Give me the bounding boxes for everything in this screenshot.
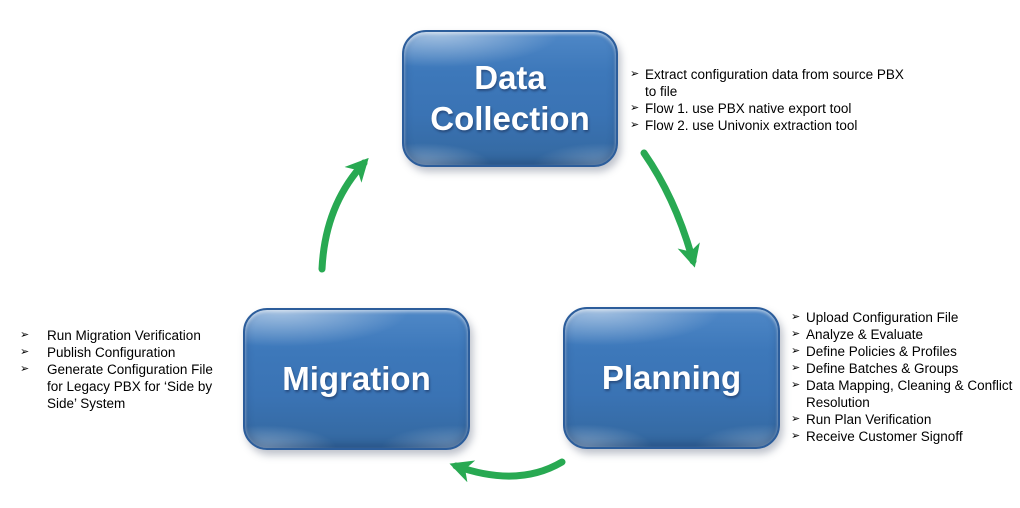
arrow-data-collection-to-planning-icon xyxy=(640,149,700,268)
list-item: ➢ Extract configuration data from source… xyxy=(630,66,908,100)
planning-bullet-list: ➢ Upload Configuration File ➢ Analyze & … xyxy=(791,309,1013,445)
list-item: ➢ Upload Configuration File xyxy=(791,309,1013,326)
data-collection-bullet-list: ➢ Extract configuration data from source… xyxy=(630,66,908,134)
list-item-text: Extract configuration data from source P… xyxy=(645,67,904,99)
list-item-text: Flow 1. use PBX native export tool xyxy=(645,101,852,116)
list-item-text: Publish Configuration xyxy=(47,345,176,360)
list-item: ➢ Define Policies & Profiles xyxy=(791,343,1013,360)
arrowhead-bullet-icon: ➢ xyxy=(791,413,801,425)
arrow-migration-to-data-collection-icon xyxy=(318,157,369,273)
arrowhead-bullet-icon: ➢ xyxy=(630,102,640,114)
list-item: ➢ Flow 2. use Univonix extraction tool xyxy=(630,117,908,134)
arrowhead-bullet-icon: ➢ xyxy=(20,363,30,375)
node-data-collection-title: Data Collection xyxy=(430,59,590,137)
node-migration-title: Migration xyxy=(282,359,431,397)
node-planning: Planning xyxy=(563,307,780,449)
arrow-planning-to-migration-icon xyxy=(449,458,566,483)
list-item: ➢ Run Migration Verification xyxy=(20,327,232,344)
arrowhead-bullet-icon: ➢ xyxy=(630,119,640,131)
migration-bullet-list: ➢ Run Migration Verification ➢ Publish C… xyxy=(20,327,232,412)
list-item-text: Define Batches & Groups xyxy=(806,361,959,376)
arrowhead-bullet-icon: ➢ xyxy=(791,345,801,357)
arrowhead-bullet-icon: ➢ xyxy=(20,329,30,341)
arrowhead-bullet-icon: ➢ xyxy=(791,379,801,391)
list-item-text: Receive Customer Signoff xyxy=(806,429,963,444)
arrowhead-bullet-icon: ➢ xyxy=(791,311,801,323)
list-item: ➢ Data Mapping, Cleaning & Conflict Reso… xyxy=(791,377,1013,411)
arrowhead-bullet-icon: ➢ xyxy=(791,328,801,340)
list-item: ➢ Receive Customer Signoff xyxy=(791,428,1013,445)
list-item-text: Data Mapping, Cleaning & Conflict Resolu… xyxy=(806,378,1013,410)
list-item-text: Define Policies & Profiles xyxy=(806,344,957,359)
list-item-text: Flow 2. use Univonix extraction tool xyxy=(645,118,858,133)
list-item-text: Analyze & Evaluate xyxy=(806,327,924,342)
list-item: ➢ Define Batches & Groups xyxy=(791,360,1013,377)
arrowhead-bullet-icon: ➢ xyxy=(791,362,801,374)
list-item: ➢ Generate Configuration File for Legacy… xyxy=(20,361,232,412)
list-item-text: Run Plan Verification xyxy=(806,412,932,427)
arrowhead-bullet-icon: ➢ xyxy=(791,430,801,442)
list-item-text: Run Migration Verification xyxy=(47,328,201,343)
arrowhead-bullet-icon: ➢ xyxy=(630,68,640,80)
list-item: ➢ Publish Configuration xyxy=(20,344,232,361)
list-item-text: Generate Configuration File for Legacy P… xyxy=(47,362,213,411)
list-item: ➢ Flow 1. use PBX native export tool xyxy=(630,100,908,117)
node-planning-title: Planning xyxy=(601,358,742,396)
list-item: ➢ Run Plan Verification xyxy=(791,411,1013,428)
node-data-collection: Data Collection xyxy=(402,30,618,167)
list-item: ➢ Analyze & Evaluate xyxy=(791,326,1013,343)
arrowhead-bullet-icon: ➢ xyxy=(20,346,30,358)
list-item-text: Upload Configuration File xyxy=(806,310,959,325)
node-migration: Migration xyxy=(243,308,470,450)
